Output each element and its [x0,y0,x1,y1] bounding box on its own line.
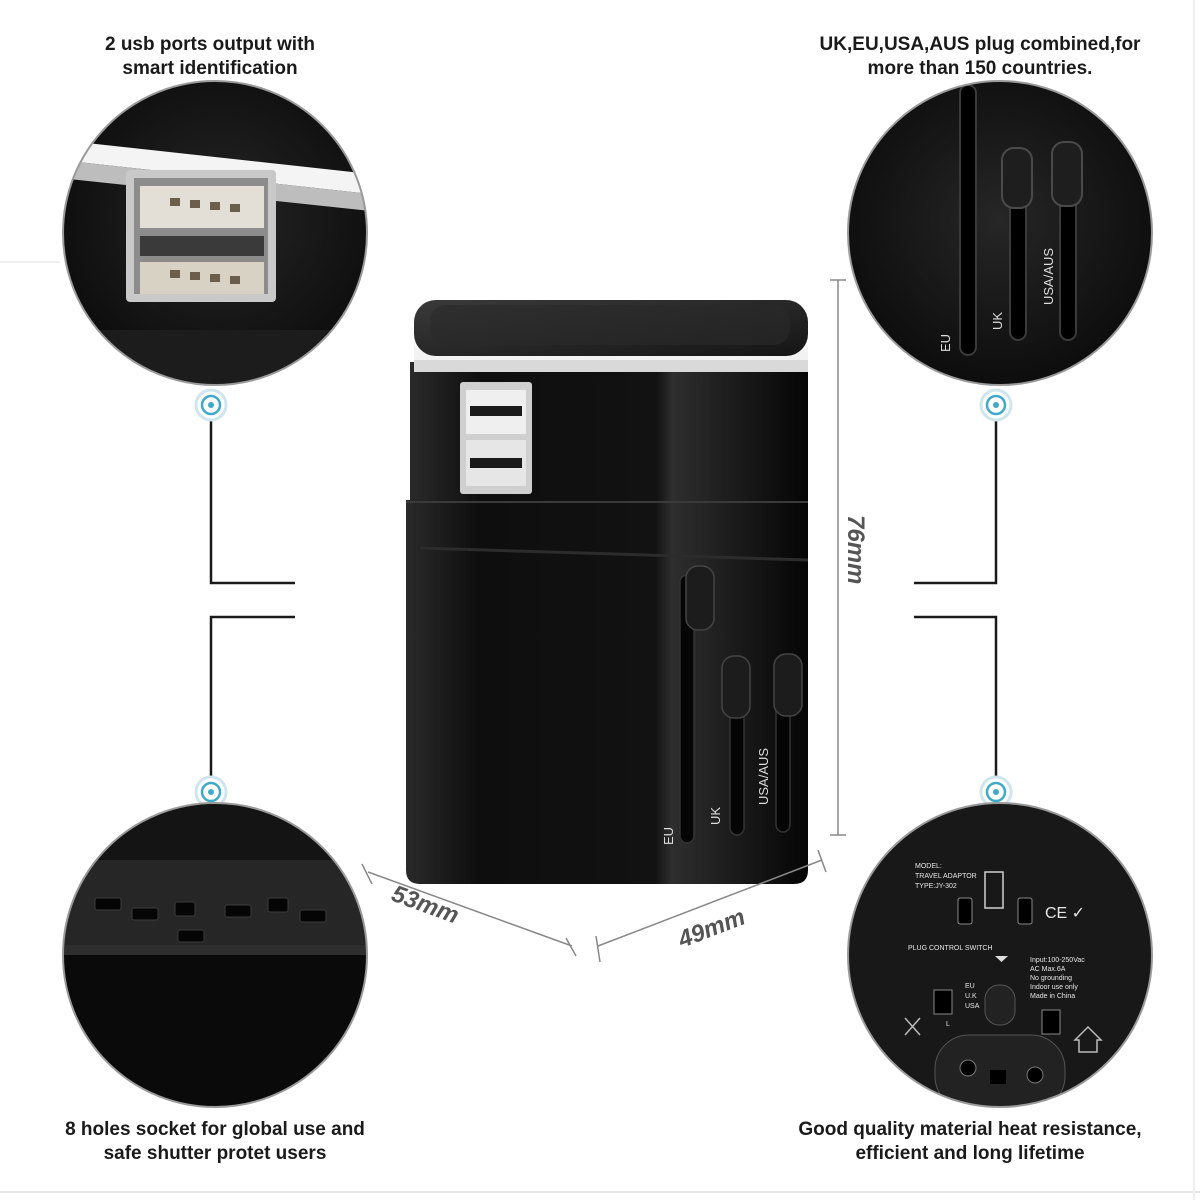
width-dimension-label: 49mm [674,904,749,954]
spec-line-3: No grounding [1030,975,1072,982]
caption-usb-line-2: smart identification [122,58,298,79]
selector-eu: EU [965,983,975,990]
callout-dot-br [979,775,1013,809]
light-ring-band [63,140,367,195]
caption-socket-line-1: 8 holes socket for global use and [65,1119,365,1140]
spec-line-2: AC Max.6A [1030,966,1066,973]
usa-slider-knob [773,653,803,717]
uk-slider-knob [721,655,751,719]
usb-closeup-circle [62,80,368,386]
selector-uk: U.K [965,993,977,1000]
spec-line-5: Made in China [1030,993,1075,1000]
rating-plate-closeup-circle: MODEL: TRAVEL ADAPTOR TYPE:JY-302 CE ✓ P… [847,802,1153,1108]
plug-label-usa-aus-closeup: USA/AUS [1041,248,1056,305]
dimension-width [595,849,827,963]
caption-plug-line-1: UK,EU,USA,AUS plug combined,for [819,34,1141,55]
model-line-3: TYPE:JY-302 [915,883,957,890]
callout-dot-tl [194,388,228,422]
caption-usb-line-1: 2 usb ports output with [104,34,316,55]
selector-usa: USA [965,1003,980,1010]
caption-material: Good quality material heat resistance, e… [760,1118,1180,1166]
plug-label-eu-closeup: EU [938,334,953,352]
switch-arrow-icon [995,956,1008,962]
spec-line-4: Indoor use only [1030,984,1078,991]
usb-port-2 [140,262,264,294]
height-dimension-label: 76mm [842,515,869,584]
caption-material-line-1: Good quality material heat resistance, [798,1119,1142,1140]
model-line-2: TRAVEL ADAPTOR [915,873,977,880]
switch-label: PLUG CONTROL SWITCH [908,945,993,952]
caption-socket: 8 holes socket for global use and safe s… [30,1118,400,1166]
ce-mark: CE ✓ [1045,905,1085,922]
callout-dot-tr [979,388,1013,422]
caption-usb-ports: 2 usb ports output with smart identifica… [40,33,380,81]
plug-sliders-closeup-circle: EU UK USA/AUS [847,80,1153,386]
dimension-height [830,279,846,836]
spec-line-1: Input:100-250Vac [1030,957,1085,964]
weee-bin-icon [904,1017,921,1036]
callout-dots [194,388,1013,809]
socket-face [63,860,367,945]
shutter-slot-top [984,871,1004,909]
travel-adapter: EU UK USA/AUS [406,300,809,884]
plug-label-uk: UK [708,807,723,825]
eu-slider-knob [685,565,715,631]
dimension-depth [361,863,577,957]
socket-closeup-circle [62,802,368,1108]
usb-port-1 [140,186,264,228]
plug-label-eu: EU [661,827,676,845]
indoor-house-icon [1073,1025,1103,1053]
model-line-1: MODEL: [915,863,942,870]
pole-left-label: L [946,1021,950,1028]
plug-label-uk-closeup: UK [990,312,1005,330]
plug-label-usa-aus: USA/AUS [756,748,771,805]
callout-dot-bl [194,775,228,809]
caption-socket-line-2: safe shutter protet users [103,1143,327,1164]
depth-dimension-label: 53mm [388,880,462,929]
caption-plug-types: UK,EU,USA,AUS plug combined,for more tha… [770,33,1190,81]
caption-material-line-2: efficient and long lifetime [855,1143,1085,1164]
callout-lines [209,420,998,778]
caption-plug-line-2: more than 150 countries. [867,58,1093,79]
